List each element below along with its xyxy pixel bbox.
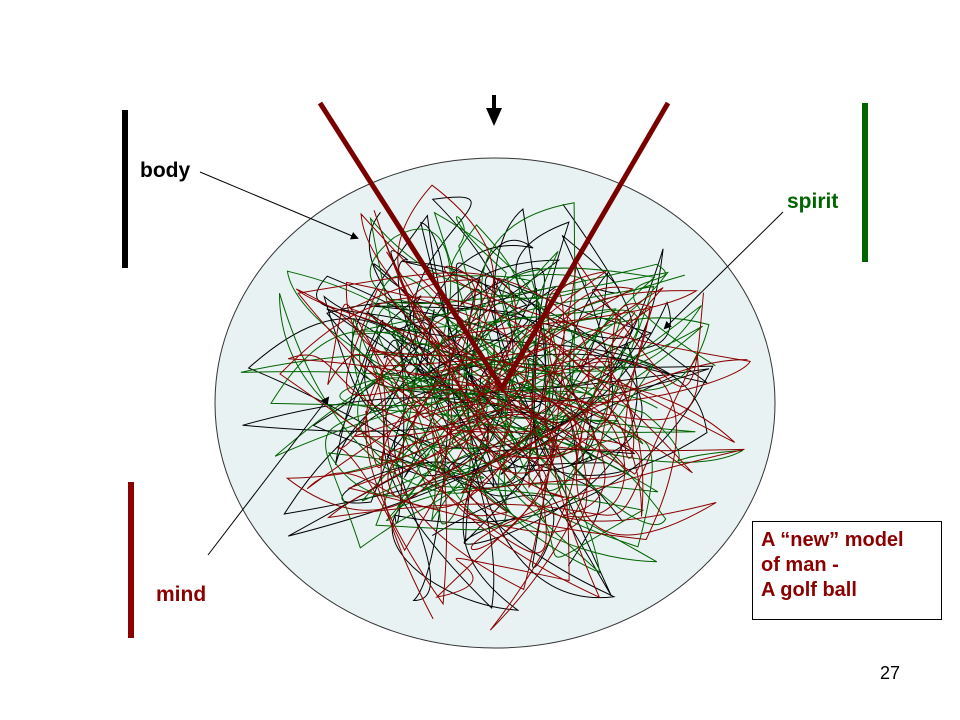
caption-box: A “new” model of man - A golf ball	[752, 521, 942, 620]
down-arrow-icon	[486, 95, 502, 126]
mind-strand	[279, 184, 752, 554]
body-label: body	[140, 159, 191, 182]
golf-ball	[214, 157, 776, 649]
spirit-strand	[286, 228, 744, 575]
mind-strand	[297, 272, 748, 606]
caption-line-3: A golf ball	[761, 579, 857, 601]
v-shape	[317, 101, 671, 393]
mind-strand	[285, 275, 698, 631]
scribble-strands	[240, 184, 752, 631]
spirit-label: spirit	[787, 190, 839, 213]
spirit-strand	[270, 202, 703, 527]
spirit-pointer	[663, 211, 784, 330]
mind-pointer	[207, 396, 330, 556]
caption-line-1: A “new” model	[761, 529, 904, 551]
caption-line-2: of man -	[761, 554, 839, 576]
page-number: 27	[880, 663, 901, 683]
mind-label: mind	[156, 583, 207, 606]
body-pointer	[199, 171, 359, 240]
